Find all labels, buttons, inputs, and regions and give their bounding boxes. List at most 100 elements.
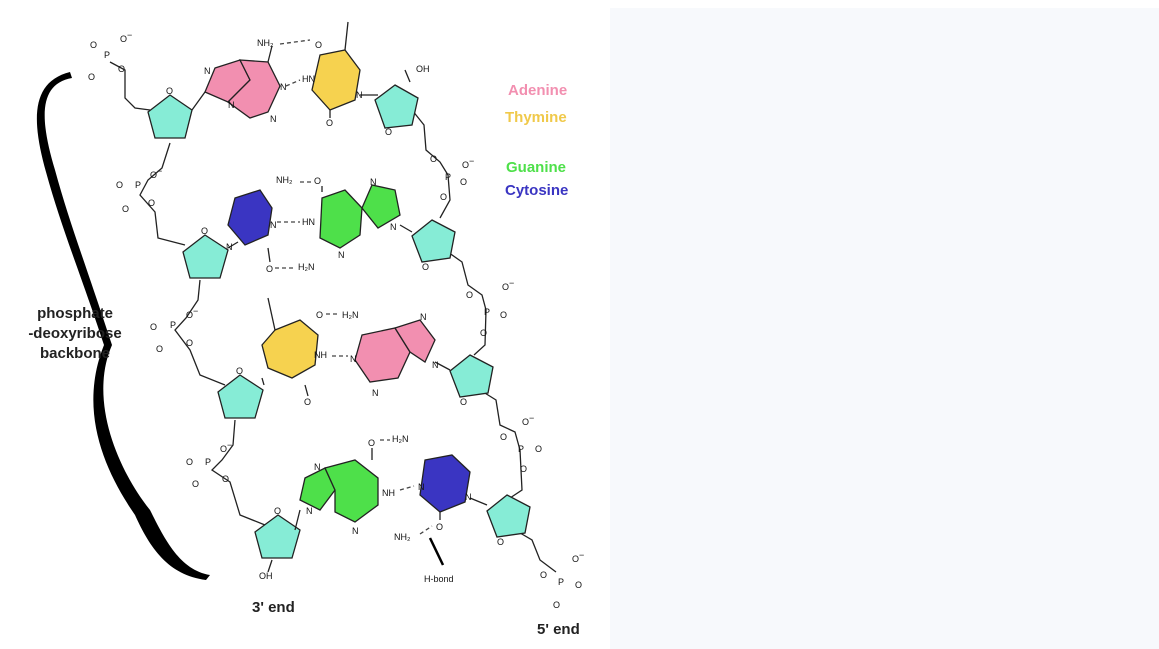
svg-text:N: N xyxy=(270,220,277,230)
dna-structure-diagram: phosphate -deoxyribose backbone Adenine … xyxy=(28,21,585,638)
sugar-hydroxyl: OH xyxy=(416,64,430,74)
svg-text:O: O xyxy=(148,198,155,208)
svg-text:O: O xyxy=(535,444,542,454)
svg-text:O: O xyxy=(540,570,547,580)
blank-panel xyxy=(610,8,1159,649)
svg-text:O: O xyxy=(150,322,157,332)
svg-text:O: O xyxy=(122,204,129,214)
svg-text:O: O xyxy=(186,338,193,348)
svg-text:N: N xyxy=(204,66,211,76)
svg-text:N: N xyxy=(280,82,287,92)
svg-text:O: O xyxy=(553,600,560,610)
svg-text:O: O xyxy=(520,464,527,474)
svg-text:O: O xyxy=(304,397,311,407)
svg-text:O: O xyxy=(274,506,281,516)
hydrogen-bond xyxy=(399,485,415,491)
svg-text:O: O xyxy=(385,127,392,137)
svg-text:−: − xyxy=(193,306,198,316)
svg-text:O: O xyxy=(500,310,507,320)
svg-text:O: O xyxy=(222,474,229,484)
svg-text:N: N xyxy=(352,526,359,536)
phosphate-group: P O O− O O xyxy=(466,278,514,338)
svg-text:NH: NH xyxy=(382,488,395,498)
sugar-ring: O xyxy=(449,354,494,407)
hbond-pointer xyxy=(428,537,445,566)
svg-text:N: N xyxy=(420,312,427,322)
legend-adenine: Adenine xyxy=(508,82,567,99)
svg-text:O: O xyxy=(150,170,157,180)
svg-text:N: N xyxy=(350,354,357,364)
svg-text:−: − xyxy=(579,550,584,560)
adenine-base: N N N N NH₂ xyxy=(191,38,287,124)
svg-text:−: − xyxy=(157,166,162,176)
svg-text:NH: NH xyxy=(314,350,327,360)
svg-text:O: O xyxy=(466,290,473,300)
phosphate-group: P O O− O O xyxy=(150,306,198,354)
svg-text:O: O xyxy=(314,176,321,186)
svg-text:P: P xyxy=(104,50,110,60)
svg-text:P: P xyxy=(484,307,490,317)
svg-text:O: O xyxy=(326,118,333,128)
sugar-hydroxyl: OH xyxy=(259,571,273,581)
svg-text:O: O xyxy=(156,344,163,354)
phosphate-group: P O O− O O xyxy=(500,413,542,474)
svg-text:P: P xyxy=(558,577,564,587)
adenine-base: H₂N N N N N xyxy=(342,310,451,398)
svg-text:O: O xyxy=(201,226,208,236)
svg-text:H₂N: H₂N xyxy=(342,310,359,320)
svg-text:−: − xyxy=(227,440,232,450)
phosphate-group: P O O− O O xyxy=(88,30,132,82)
hydrogen-bond xyxy=(279,39,311,45)
svg-text:O: O xyxy=(572,554,579,564)
svg-text:N: N xyxy=(390,222,397,232)
svg-text:P: P xyxy=(518,444,524,454)
legend-cytosine: Cytosine xyxy=(505,182,568,199)
svg-text:N: N xyxy=(372,388,379,398)
svg-text:O: O xyxy=(497,537,504,547)
svg-text:O: O xyxy=(316,310,323,320)
phosphate-group: P O O− O O xyxy=(186,440,232,489)
svg-text:H₂N: H₂N xyxy=(392,434,409,444)
backbone-label-line3: backbone xyxy=(40,345,110,362)
svg-text:O: O xyxy=(368,438,375,448)
svg-text:O: O xyxy=(88,72,95,82)
right-strand-bonds xyxy=(404,69,557,573)
backbone-label-line2: -deoxyribose xyxy=(28,325,121,342)
svg-text:O: O xyxy=(460,397,467,407)
phosphate-group: P O O− O O xyxy=(116,166,162,214)
sugar-ring: O xyxy=(411,219,456,272)
svg-text:N: N xyxy=(270,114,277,124)
svg-text:O: O xyxy=(220,444,227,454)
svg-text:O: O xyxy=(236,366,243,376)
svg-text:−: − xyxy=(127,30,132,40)
svg-text:N: N xyxy=(370,177,377,187)
svg-text:O: O xyxy=(440,192,447,202)
svg-text:HN: HN xyxy=(302,217,315,227)
three-prime-end-label: 3' end xyxy=(252,599,295,616)
svg-text:O: O xyxy=(462,160,469,170)
svg-text:O: O xyxy=(266,264,273,274)
svg-text:O: O xyxy=(120,34,127,44)
phosphate-group: P O O− O O xyxy=(430,154,474,202)
five-prime-end-label: 5' end xyxy=(537,621,580,638)
backbone-brace xyxy=(36,72,210,580)
svg-text:O: O xyxy=(116,180,123,190)
left-strand-bonds xyxy=(109,61,273,573)
svg-text:NH₂: NH₂ xyxy=(276,175,293,185)
guanine-base: O HN N N N H₂N xyxy=(298,176,413,272)
sugar-ring: O xyxy=(182,226,229,279)
hbond-label: H-bond xyxy=(424,574,454,584)
svg-text:N: N xyxy=(356,90,363,100)
svg-text:N: N xyxy=(465,492,472,502)
svg-text:NH₂: NH₂ xyxy=(394,532,411,542)
svg-text:O: O xyxy=(315,40,322,50)
svg-text:N: N xyxy=(418,482,425,492)
dna-structure-svg: phosphate -deoxyribose backbone Adenine … xyxy=(28,21,584,638)
svg-text:−: − xyxy=(469,156,474,166)
svg-text:NH₂: NH₂ xyxy=(257,38,274,48)
svg-text:O: O xyxy=(575,580,582,590)
hydrogen-bond xyxy=(285,79,301,87)
svg-text:O: O xyxy=(118,64,125,74)
svg-text:N: N xyxy=(314,462,321,472)
legend-thymine: Thymine xyxy=(505,109,567,126)
